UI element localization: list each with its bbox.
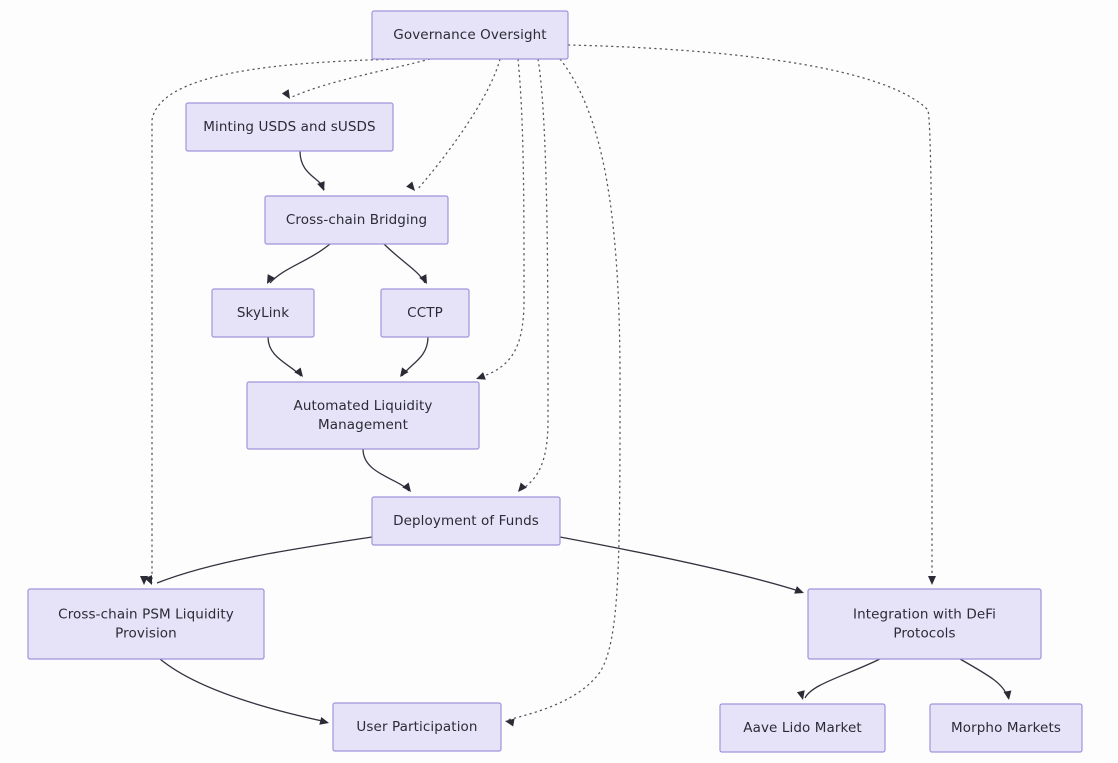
- node-box-skylink[interactable]: [211, 288, 315, 338]
- arrowhead-e-skylink-alm: [294, 367, 303, 377]
- edges-layer: [151, 44, 1009, 723]
- arrowhead-e-deployment-defi: [794, 586, 804, 594]
- node-box-aave[interactable]: [719, 703, 886, 753]
- edge-psm-to-participation: [159, 658, 328, 723]
- edge-defi-to-aave: [804, 658, 881, 699]
- arrowhead-e-bridging-skylink: [267, 274, 275, 284]
- node-box-alm[interactable]: [246, 381, 480, 450]
- arrowhead-g-defi: [928, 576, 936, 585]
- arrowhead-e-defi-aave: [796, 690, 805, 700]
- node-participation[interactable]: User Participation: [332, 702, 502, 752]
- node-box-participation[interactable]: [332, 702, 502, 752]
- edge-cctp-to-alm: [401, 336, 429, 377]
- node-box-psm[interactable]: [27, 588, 265, 660]
- arrowhead-e-defi-morpho: [1003, 690, 1012, 700]
- node-box-governance[interactable]: [371, 10, 569, 60]
- edge-deployment-to-defi: [559, 536, 803, 593]
- node-box-cctp[interactable]: [380, 288, 470, 338]
- edge-governance-to-bridging: [416, 58, 501, 191]
- edge-governance-to-alm: [477, 58, 525, 379]
- edge-defi-to-morpho: [959, 658, 1009, 699]
- arrowhead-g-participation: [505, 718, 515, 727]
- arrowhead-g-bridging: [406, 181, 415, 191]
- node-deployment[interactable]: Deployment of Funds: [371, 496, 561, 546]
- arrowhead-g-deployment: [518, 482, 527, 492]
- node-box-defi[interactable]: [807, 588, 1042, 660]
- edge-bridging-to-skylink: [269, 243, 331, 284]
- arrowheads-layer: [140, 89, 1012, 727]
- arrowhead-g-minting: [281, 89, 290, 99]
- arrowhead-g-alm: [476, 372, 486, 380]
- edge-deployment-to-psm: [156, 536, 373, 584]
- node-box-bridging[interactable]: [264, 195, 449, 245]
- edge-skylink-to-alm: [267, 336, 302, 377]
- node-cctp[interactable]: CCTP: [380, 288, 470, 338]
- arrowhead-e-psm-participation: [319, 716, 329, 725]
- node-box-deployment[interactable]: [371, 496, 561, 546]
- node-skylink[interactable]: SkyLink: [211, 288, 315, 338]
- arrowhead-e-bridging-cctp: [419, 274, 427, 284]
- arrowhead-e-cctp-alm: [400, 367, 409, 377]
- edge-governance-to-participation: [506, 58, 621, 721]
- arrowhead-e-alm-deployment: [402, 482, 411, 492]
- node-aave[interactable]: Aave Lido Market: [719, 703, 886, 753]
- edge-governance-to-deployment: [519, 58, 549, 492]
- node-governance[interactable]: Governance Oversight: [371, 10, 569, 60]
- edge-governance-to-defi: [567, 44, 933, 583]
- edge-alm-to-deployment: [362, 448, 410, 492]
- edge-governance-to-minting: [291, 58, 431, 98]
- node-box-morpho[interactable]: [929, 703, 1083, 753]
- arrowhead-g-psm: [140, 576, 148, 585]
- node-box-minting[interactable]: [185, 102, 394, 152]
- arrowhead-e-minting-bridging: [317, 181, 325, 191]
- edge-bridging-to-cctp: [383, 243, 426, 284]
- node-bridging[interactable]: Cross-chain Bridging: [264, 195, 449, 245]
- node-morpho[interactable]: Morpho Markets: [929, 703, 1083, 753]
- node-minting[interactable]: Minting USDS and sUSDS: [185, 102, 394, 152]
- edge-governance-to-psm: [151, 58, 401, 583]
